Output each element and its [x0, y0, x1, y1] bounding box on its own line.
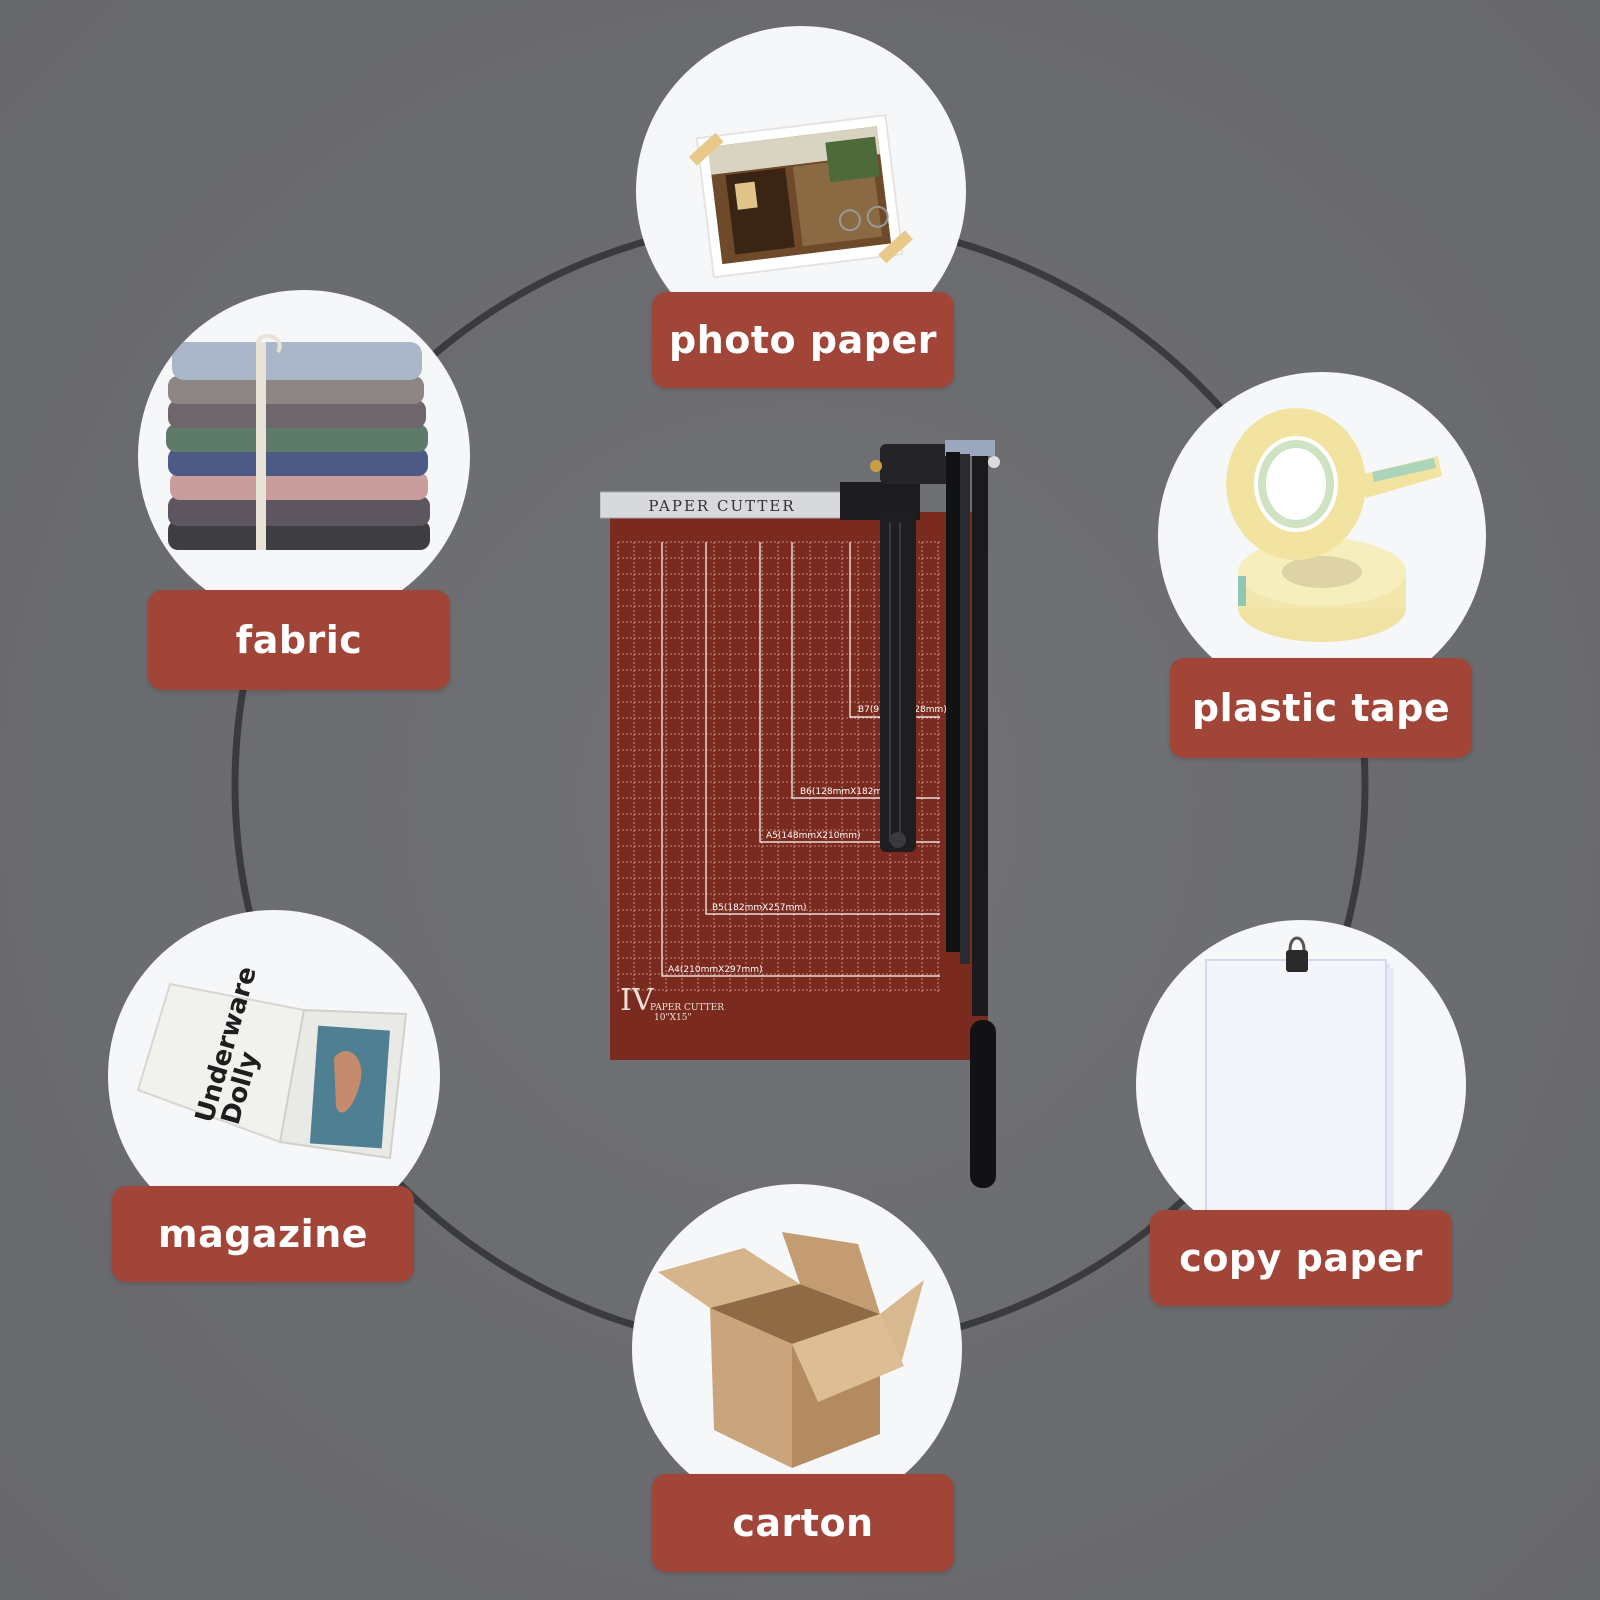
carton-label: carton [652, 1474, 954, 1572]
cutter-size-mark: 10"X15" [654, 1013, 692, 1023]
photo-icon [688, 114, 913, 279]
size-label-a5: A5(148mmX210mm) [766, 831, 861, 841]
paper-cutter-product: PAPER CUTTER IV PAPER CUTTER 10"X15" B7(… [600, 440, 1000, 1188]
photo-paper-label-text: photo paper [669, 318, 937, 362]
cutter-model-mark: IV [620, 983, 655, 1018]
plastic-tape-circle [1158, 372, 1486, 700]
cutter-guard-arm [880, 512, 916, 852]
fabric-stack-icon [166, 334, 430, 550]
cutter-blade [946, 452, 960, 952]
size-label-a4: A4(210mmX297mm) [668, 965, 763, 975]
plastic-tape-label: plastic tape [1170, 658, 1472, 758]
cutter-handle [970, 1020, 996, 1188]
plastic-tape-label-text: plastic tape [1191, 686, 1451, 730]
magazine-icon: Underware Dolly [136, 963, 408, 1160]
copy-paper-label: copy paper [1150, 1210, 1452, 1306]
copy-paper-label-text: copy paper [1179, 1236, 1423, 1280]
photo-paper-label: photo paper [652, 292, 954, 388]
cutter-name-plate-text: PAPER CUTTER [648, 497, 795, 515]
carton-circle [632, 1184, 962, 1514]
paper-sheet-icon [1205, 936, 1394, 1230]
size-label-b5: B5(182mmX257mm) [712, 903, 807, 913]
fabric-label-text: fabric [235, 618, 363, 662]
fabric-circle [138, 290, 470, 622]
magazine-label: magazine [112, 1186, 414, 1282]
tape-roll-icon [1226, 408, 1442, 642]
size-outline [661, 542, 940, 977]
carton-label-text: carton [732, 1501, 874, 1545]
fabric-label: fabric [148, 590, 450, 690]
cutter-name-plate [600, 491, 847, 519]
cutter-lever [972, 456, 988, 1016]
cardboard-box-icon [658, 1232, 924, 1468]
magazine-label-text: magazine [157, 1212, 369, 1256]
size-label-b6: B6(128mmX182mm) [800, 787, 895, 797]
size-outline [705, 542, 940, 915]
cutter-sub-mark: PAPER CUTTER [650, 1003, 724, 1013]
copy-paper-circle [1136, 920, 1466, 1250]
cutter-board [610, 512, 988, 1060]
